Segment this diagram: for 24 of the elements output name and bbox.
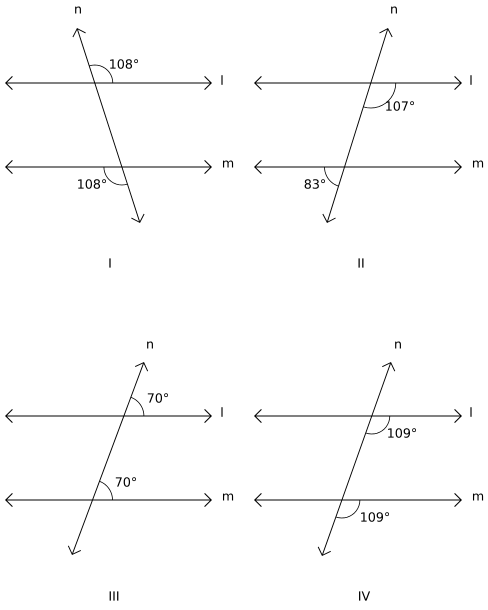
line-label: l (221, 407, 223, 417)
angle-label: 108° (78, 179, 106, 189)
panel-label: I (109, 258, 111, 268)
line-label: m (222, 493, 234, 501)
panel-label: IV (359, 591, 370, 601)
angle-label: 109° (388, 428, 416, 438)
panel-label: II (358, 258, 364, 268)
line-label: n (391, 6, 397, 14)
angle-label: 70° (116, 477, 136, 487)
line-label: n (75, 6, 81, 14)
line-label: m (222, 160, 234, 168)
line-label: m (472, 160, 484, 168)
angle-label: 107° (386, 101, 414, 111)
line-label: l (470, 75, 472, 85)
angle-label: 70° (148, 393, 168, 403)
line-label: l (221, 75, 223, 85)
panel-label: III (110, 591, 118, 601)
line-label: m (472, 493, 484, 501)
line-label: n (395, 341, 401, 349)
line-label: n (147, 341, 153, 349)
angle-label: 83° (304, 179, 325, 189)
angle-label: 109° (361, 512, 390, 522)
line-label: l (470, 407, 472, 417)
angle-label: 108° (110, 59, 138, 69)
